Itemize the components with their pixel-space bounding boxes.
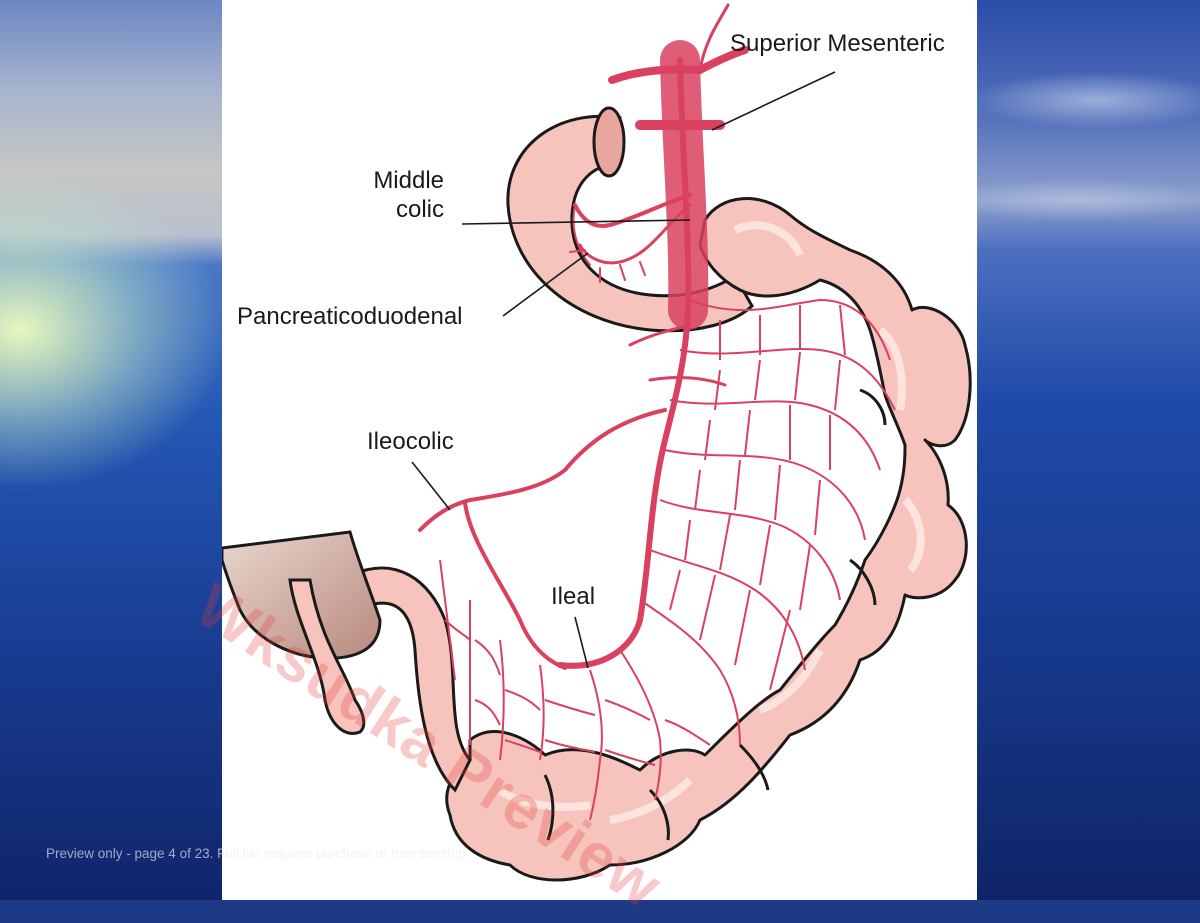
- mesenteric-artery-diagram: [222, 3, 972, 882]
- label-ileal: Ileal: [551, 583, 596, 610]
- small-intestine: [445, 197, 972, 882]
- appendix: [288, 578, 366, 735]
- label-middle-colic-line2: colic: [396, 195, 445, 223]
- cecum: [222, 530, 382, 735]
- leader-ileocolic: [411, 461, 451, 511]
- sea-background-right: [977, 0, 1200, 900]
- leader-pancreaticoduodenal: [502, 252, 589, 317]
- label-middle-colic-line1: Middle: [373, 167, 445, 194]
- duodenum-opening: [592, 106, 626, 178]
- arcade-vessels: [439, 298, 896, 821]
- label-ileocolic: Ileocolic: [367, 428, 454, 455]
- label-middle-colic: Middle colic: [372, 167, 444, 225]
- leader-middle-colic: [461, 219, 691, 225]
- superior-mesenteric-artery: [418, 3, 749, 670]
- leader-superior-mesenteric: [711, 71, 836, 131]
- diagram-panel: [222, 0, 977, 900]
- duodenum: [506, 106, 754, 333]
- preview-footer-note: Preview only - page 4 of 23. Full file r…: [46, 846, 470, 861]
- terminal-ileum: [349, 566, 472, 793]
- label-superior-mesenteric: Superior Mesenteric: [730, 30, 945, 57]
- leader-lines: [411, 71, 836, 669]
- leader-ileal: [574, 616, 589, 669]
- label-pancreaticoduodenal: Pancreaticoduodenal: [237, 303, 463, 330]
